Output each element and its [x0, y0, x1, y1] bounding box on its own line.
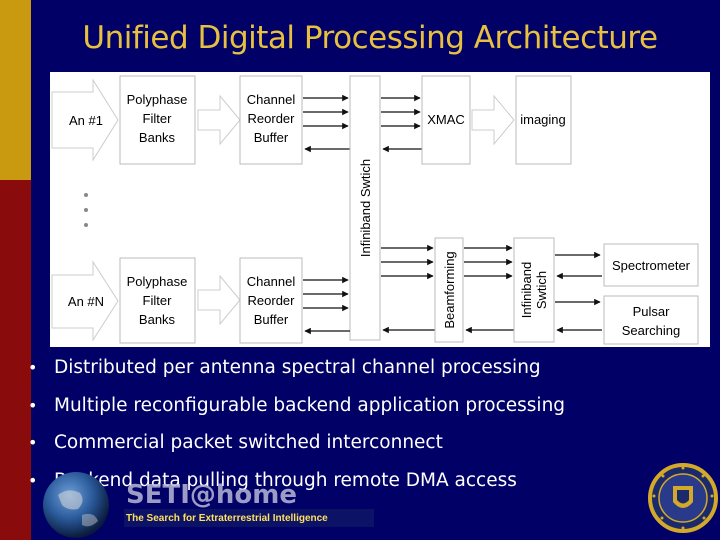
- pulsar-label-1: Pulsar: [633, 304, 671, 319]
- pulsar-label-2: Searching: [622, 323, 681, 338]
- pfb-n-label-3: Banks: [139, 312, 176, 327]
- antenna-n-label: An #N: [68, 294, 104, 309]
- pfb-n-box: [119, 257, 196, 344]
- seti-logo-tagline: The Search for Extraterrestrial Intellig…: [126, 513, 328, 524]
- antenna-1-arrow: [51, 78, 119, 162]
- spectrometer-box: [603, 243, 699, 287]
- pfb-1-label-1: Polyphase: [127, 92, 188, 107]
- antenna-n-arrow: [51, 260, 119, 342]
- bullet-dot: •: [28, 470, 38, 490]
- crb-1-label-1: Channel: [247, 92, 296, 107]
- crb-n-label-3: Buffer: [254, 312, 289, 327]
- pfb-1-label-3: Banks: [139, 130, 176, 145]
- imaging-box: [515, 75, 572, 165]
- crb-n-label-2: Reorder: [248, 293, 296, 308]
- bullet-dot: •: [28, 358, 38, 377]
- pfb-n-label-2: Filter: [143, 293, 173, 308]
- xmac-label: XMAC: [427, 112, 465, 127]
- pfb-crb-n-arrow: [197, 274, 241, 326]
- sidebar-red-band: [0, 180, 31, 540]
- xmac-imaging-arrow: [471, 94, 515, 146]
- slide-title: Unified Digital Processing Architecture: [82, 20, 658, 56]
- crb-1-label-3: Buffer: [254, 130, 289, 145]
- infiniband-switch-2-box: [513, 237, 555, 343]
- pfb-n-label-1: Polyphase: [127, 274, 188, 289]
- bullet-item: • Multiple reconfigurable backend applica…: [28, 390, 565, 428]
- bullet-dot: •: [28, 395, 38, 415]
- university-seal-icon: [648, 463, 718, 533]
- architecture-diagram: An #1 Polyphase Filter Banks Channel Reo…: [50, 72, 710, 347]
- spectrometer-label: Spectrometer: [612, 258, 691, 273]
- ellipsis-dots: [84, 193, 88, 227]
- crb-n-box: [239, 257, 303, 344]
- xmac-box: [421, 75, 471, 165]
- crb-1-box: [239, 75, 303, 165]
- bullet-item: • Distributed per antenna spectral channe…: [28, 352, 565, 390]
- beamforming-label: Beamforming: [442, 251, 457, 328]
- infiniband-switch-1-box: [349, 75, 381, 341]
- infiniband-switch-2-label-2: Swtich: [534, 271, 549, 309]
- antenna-1-label: An #1: [69, 113, 103, 128]
- crb-1-label-2: Reorder: [248, 111, 296, 126]
- infiniband-switch-1-label: Infiniband Swtich: [358, 159, 373, 257]
- sidebar-gold-band: [0, 0, 31, 180]
- bullet-item: • Commercial packet switched interconnect: [28, 427, 565, 465]
- pfb-1-box: [119, 75, 196, 165]
- seti-logo-wordmark: SETI@home: [126, 480, 297, 510]
- bullet-text: Backend data pulling through remote DMA …: [54, 469, 517, 491]
- bullet-text: Distributed per antenna spectral channel…: [54, 357, 541, 378]
- bullet-text: Commercial packet switched interconnect: [54, 432, 443, 453]
- pulsar-box: [603, 295, 699, 345]
- crb-n-label-1: Channel: [247, 274, 296, 289]
- bullet-item: • Backend data pulling through remote DMA…: [28, 465, 565, 503]
- infiniband-switch-2-label-1: Infiniband: [519, 262, 534, 318]
- beamforming-box: [434, 237, 464, 343]
- imaging-label: imaging: [520, 112, 566, 127]
- bullet-list: • Distributed per antenna spectral channe…: [28, 352, 565, 502]
- bullet-dot: •: [28, 433, 38, 452]
- pfb-1-label-2: Filter: [143, 111, 173, 126]
- pfb-crb-1-arrow: [197, 94, 241, 146]
- seti-logo: SETI@home The Search for Extraterrestria…: [43, 472, 374, 538]
- bullet-text: Multiple reconfigurable backend applicat…: [54, 394, 566, 416]
